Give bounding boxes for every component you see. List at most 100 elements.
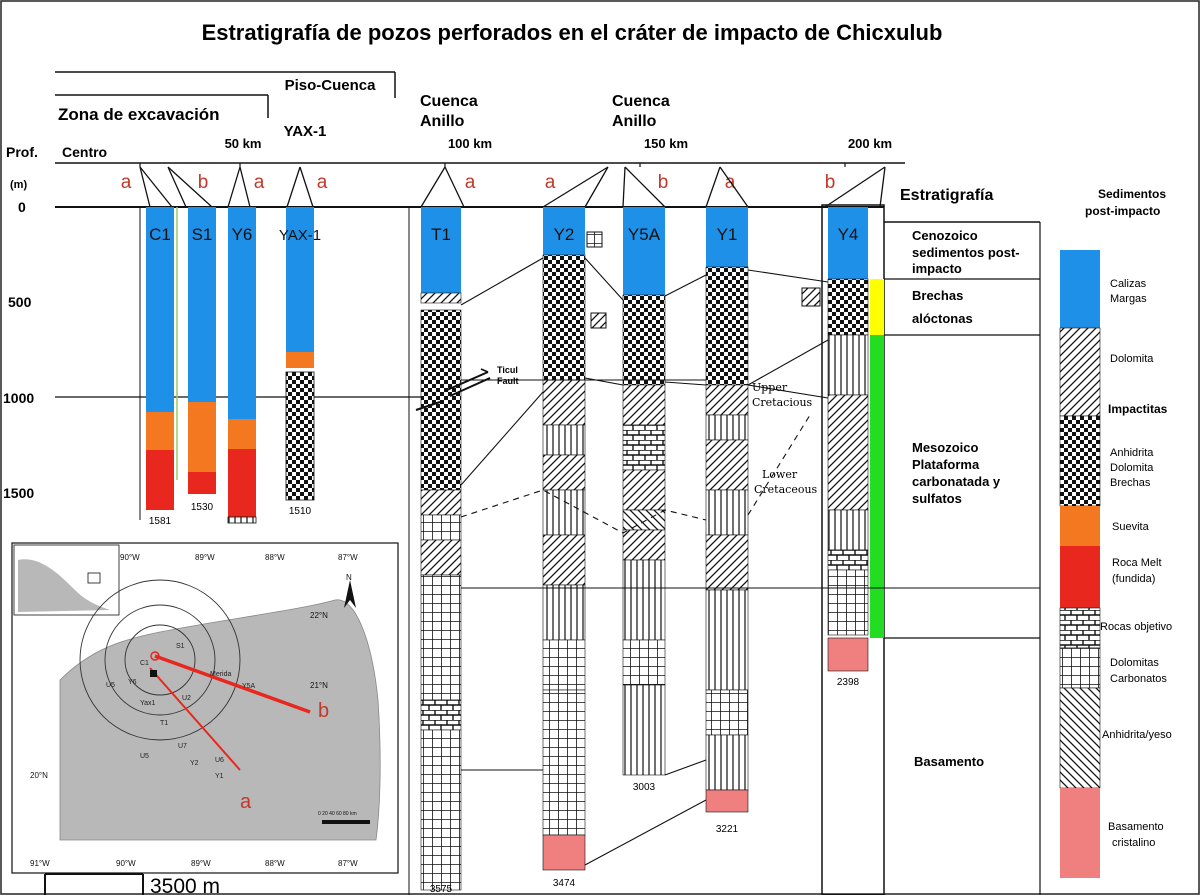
svg-text:Dolomita: Dolomita	[1110, 353, 1154, 365]
prof-label: Prof.	[6, 144, 38, 160]
svg-text:U7: U7	[178, 743, 187, 750]
total-depth-label: 3474	[553, 878, 576, 889]
lower-cretaceous-label: Lower	[762, 468, 798, 481]
depth-tick-label: 1500	[3, 485, 34, 501]
marker-b: b	[658, 172, 669, 193]
total-depth-label: 3575	[430, 884, 453, 895]
total-depth-label: 1530	[191, 502, 214, 513]
map-line-a-label: a	[240, 791, 252, 813]
svg-text:Cenozoico: Cenozoico	[912, 228, 978, 243]
y4-inset-diag	[801, 287, 821, 307]
upper-cretacious-label-2: Cretacious	[752, 396, 813, 409]
svg-text:Dolomita: Dolomita	[1110, 462, 1154, 474]
profile-line-a	[149, 667, 241, 771]
svg-text:C1: C1	[140, 660, 149, 667]
svg-text:89°W: 89°W	[191, 859, 211, 868]
scale-bar: 3500 m	[44, 873, 220, 895]
well-name: Y1	[717, 225, 738, 244]
unit-m: (m)	[10, 179, 27, 191]
well-yax1: YAX-1 1510	[279, 207, 321, 517]
centro-label: Centro	[62, 144, 107, 160]
svg-text:(fundida): (fundida)	[1112, 573, 1155, 585]
svg-text:alóctonas: alóctonas	[912, 311, 973, 326]
location-map: 90°W 89°W 88°W 87°W 22°N 21°N 20°N 91°W …	[11, 542, 399, 874]
profile-line-b	[154, 654, 311, 714]
svg-text:90°W: 90°W	[116, 859, 136, 868]
svg-text:Anhidrita/yeso: Anhidrita/yeso	[1102, 729, 1172, 741]
svg-text:20°N: 20°N	[30, 771, 48, 780]
marker-b: b	[825, 172, 836, 193]
svg-text:Merida: Merida	[210, 671, 232, 678]
marker-a: a	[317, 172, 328, 193]
ab-markers: a b a a a a b a b	[121, 172, 836, 193]
svg-text:89°W: 89°W	[195, 553, 215, 562]
well-name: S1	[192, 225, 213, 244]
svg-text:Basamento: Basamento	[1108, 821, 1164, 833]
total-depth-label: 3221	[716, 824, 739, 835]
svg-text:carbonatada y: carbonatada y	[912, 474, 1001, 489]
distance-ticks	[139, 163, 846, 167]
estratigrafia-label: Estratigrafía	[900, 187, 993, 204]
well-name: T1	[431, 225, 451, 244]
km-100: 100 km	[448, 136, 492, 151]
well-y1: Y1 3221	[705, 207, 749, 835]
svg-text:Rocas objetivo: Rocas objetivo	[1100, 621, 1172, 633]
svg-text:90°W: 90°W	[120, 553, 140, 562]
well-name: YAX-1	[279, 227, 321, 244]
svg-text:sedimentos post-: sedimentos post-	[912, 245, 1020, 260]
lower-cretaceous-label-2: Cretaceous	[754, 483, 818, 496]
ticul-fault: Ticul Fault	[415, 365, 519, 411]
svg-text:S1: S1	[176, 643, 185, 650]
svg-text:88°W: 88°W	[265, 553, 285, 562]
correlation-lines	[460, 257, 1040, 866]
depth-tick-label: 1000	[3, 390, 34, 406]
zona-excavacion-label: Zona de excavación	[58, 105, 220, 124]
well-location-connectors	[139, 166, 886, 208]
well-s1: S1 1530	[188, 207, 216, 513]
well-t1: T1 3575	[420, 207, 462, 895]
km-150: 150 km	[644, 136, 688, 151]
svg-text:Calizas: Calizas	[1110, 278, 1147, 290]
svg-text:Brechas: Brechas	[912, 288, 963, 303]
well-name: Y5A	[628, 225, 661, 244]
total-depth-label: 1581	[149, 516, 172, 527]
svg-text:T1: T1	[160, 720, 168, 727]
svg-text:Y1: Y1	[215, 773, 224, 780]
well-y4: Y4 2398	[821, 204, 885, 895]
well-y5a: Y5A 3003	[622, 207, 666, 793]
cuenca-anillo-2-a: Cuenca	[612, 93, 670, 110]
svg-text:Dolomitas: Dolomitas	[1110, 657, 1159, 669]
svg-text:Y5A: Y5A	[242, 683, 256, 690]
svg-text:Fault: Fault	[497, 376, 519, 386]
well-name: Y6	[232, 225, 253, 244]
north-arrow-icon	[344, 580, 356, 608]
svg-text:Impactitas: Impactitas	[1108, 402, 1168, 416]
depth-tick-label: 500	[8, 294, 32, 310]
svg-text:Mesozoico: Mesozoico	[912, 440, 979, 455]
svg-text:87°W: 87°W	[338, 553, 358, 562]
cuenca-anillo-1-b: Anillo	[420, 113, 465, 130]
depth-axis: 0 500 1000 1500	[3, 199, 34, 501]
svg-text:Ticul: Ticul	[497, 365, 518, 375]
svg-text:U5: U5	[140, 753, 149, 760]
svg-text:Anhidrita: Anhidrita	[1110, 447, 1154, 459]
svg-text:Margas: Margas	[1110, 293, 1147, 305]
svg-text:Plataforma: Plataforma	[912, 457, 980, 472]
well-name: Y4	[838, 225, 859, 244]
svg-text:Y6: Y6	[128, 679, 137, 686]
map-line-b-label: b	[318, 700, 329, 722]
marker-a: a	[254, 172, 265, 193]
marker-a: a	[465, 172, 476, 193]
km-200: 200 km	[848, 136, 892, 151]
total-depth-label: 3003	[633, 782, 656, 793]
well-c1: C1 1581	[146, 207, 174, 527]
km-50: 50 km	[225, 136, 262, 151]
svg-text:Basamento: Basamento	[914, 754, 984, 769]
svg-text:sulfatos: sulfatos	[912, 491, 962, 506]
marker-b: b	[198, 172, 209, 193]
svg-text:Y2: Y2	[190, 760, 199, 767]
svg-text:88°W: 88°W	[265, 859, 285, 868]
